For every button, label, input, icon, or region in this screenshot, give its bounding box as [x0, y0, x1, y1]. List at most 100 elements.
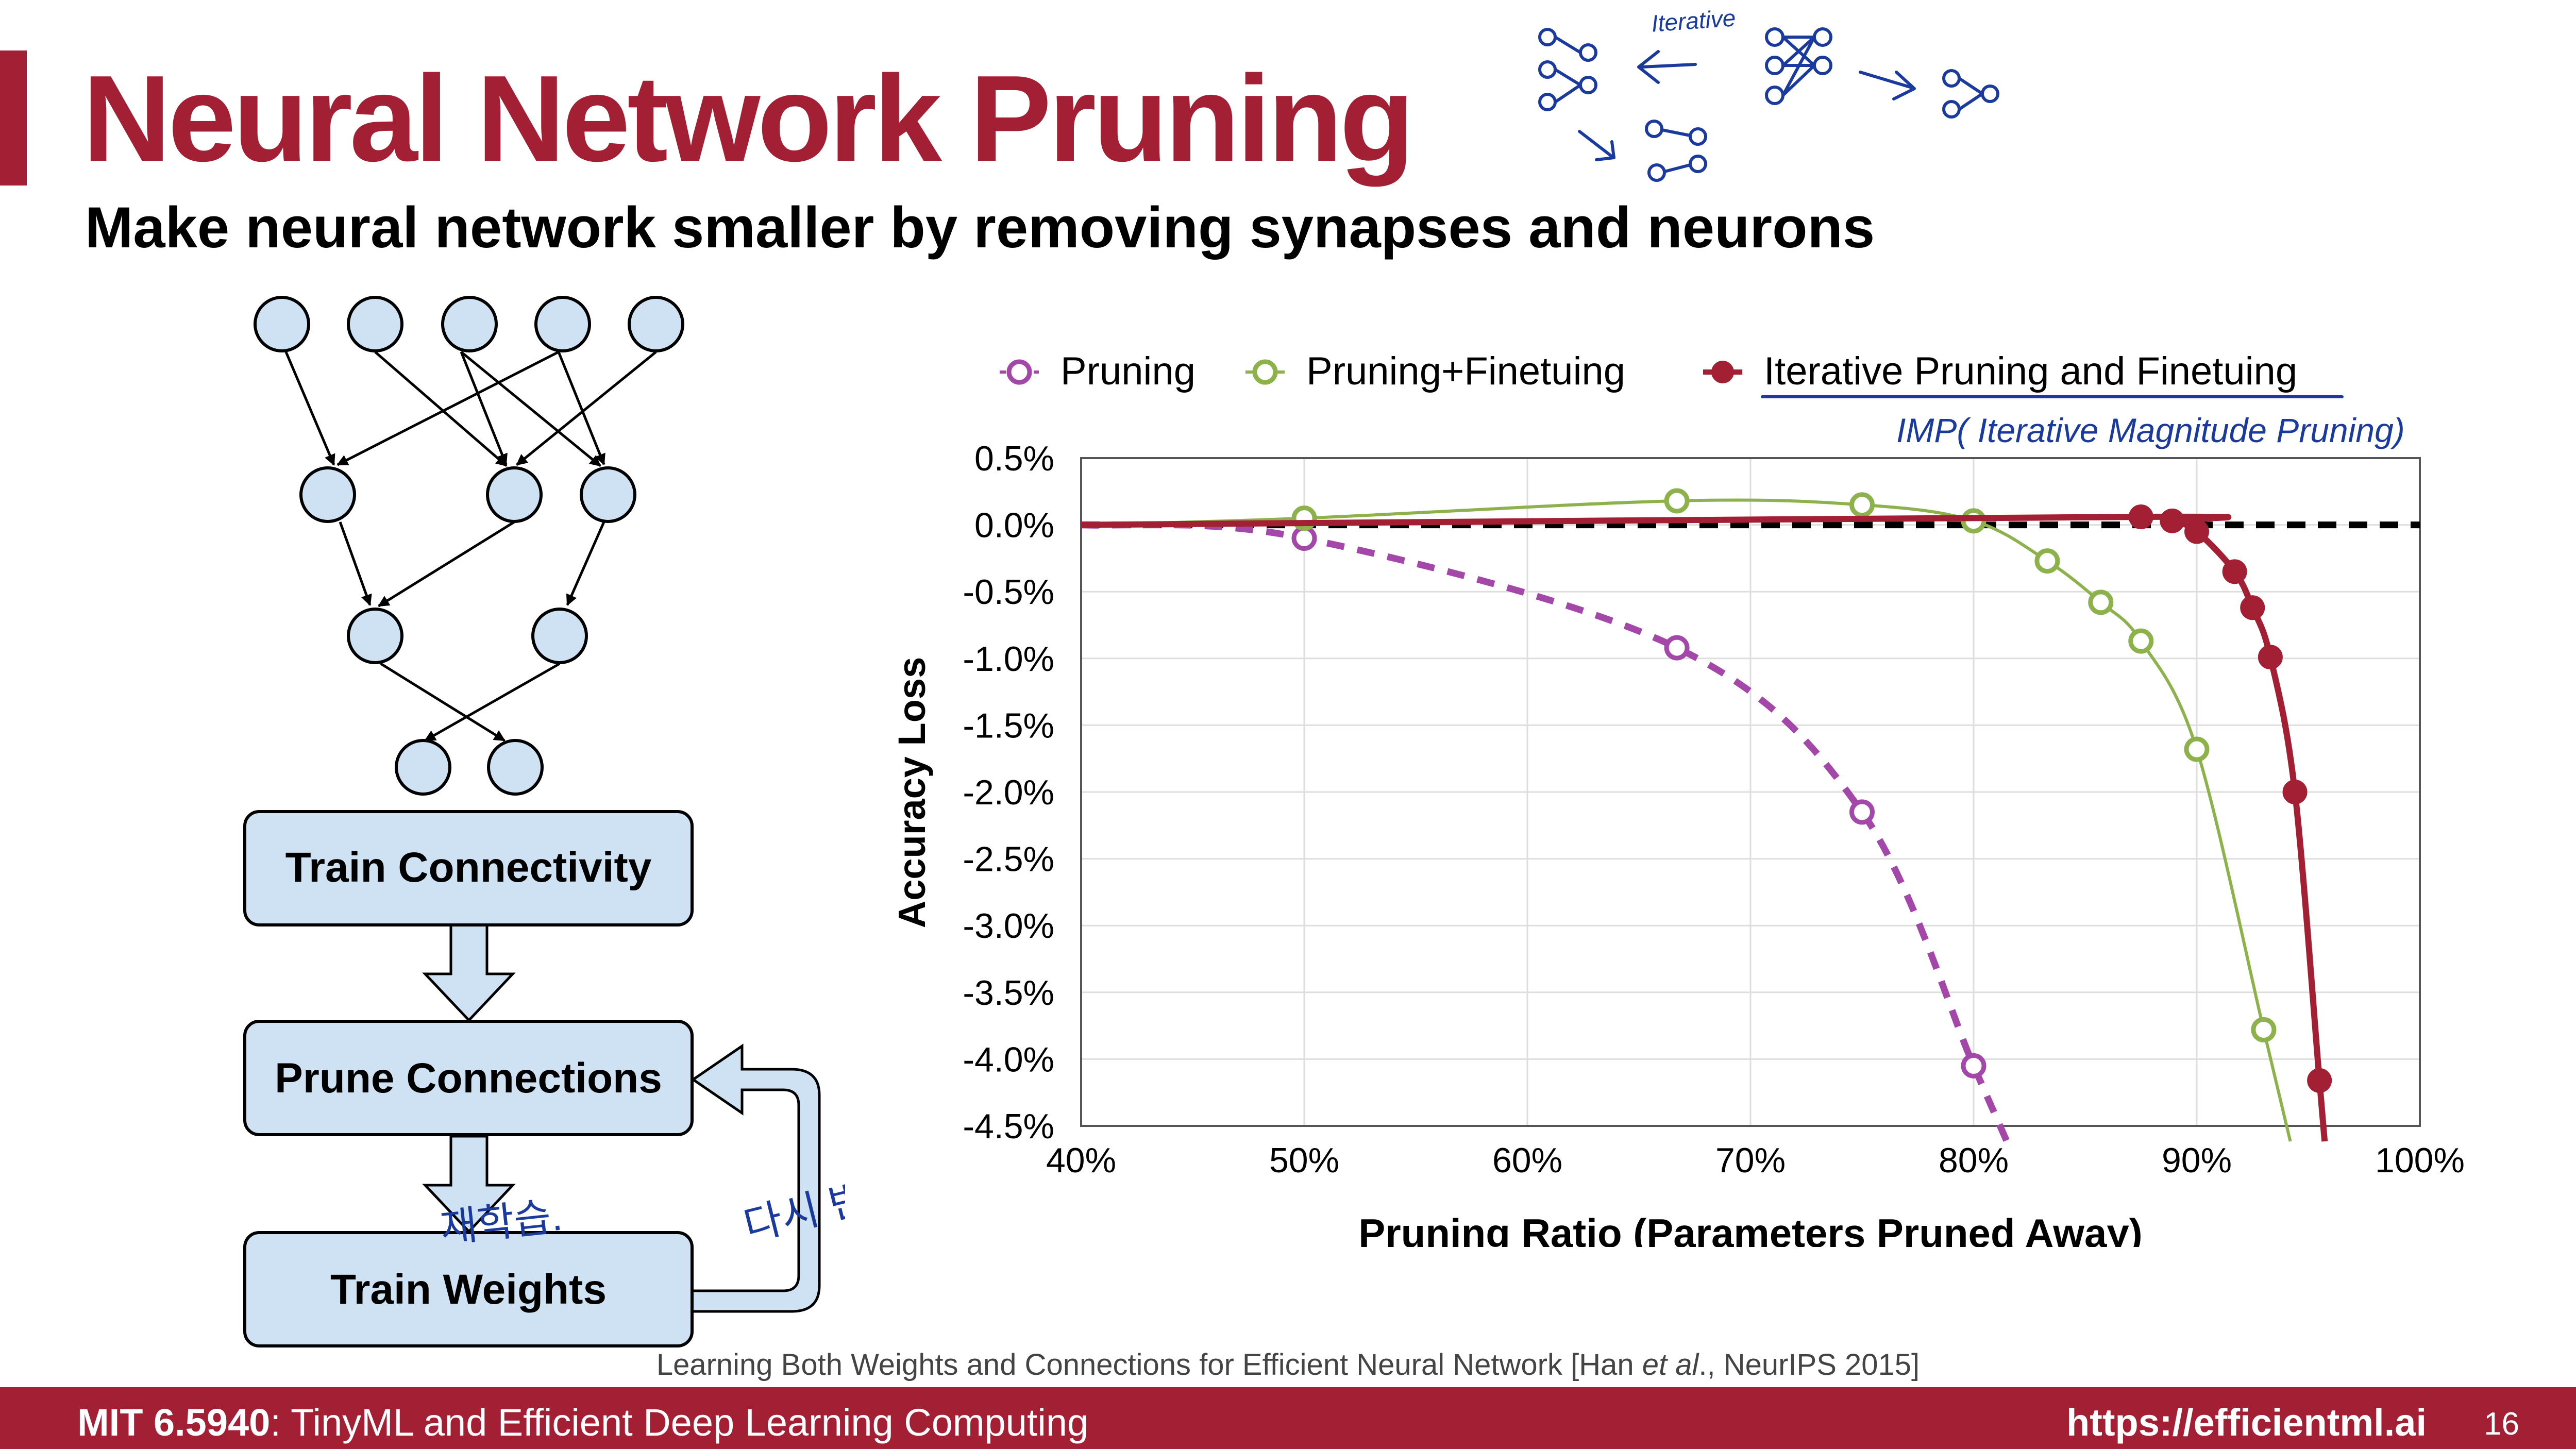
y-tick-label: -3.0%	[963, 906, 1054, 946]
doodle-arrow-down-right-icon	[1578, 130, 1615, 161]
legend-label: Pruning+Finetuing	[1306, 349, 1625, 393]
x-tick-label: 90%	[2162, 1141, 2232, 1180]
plot-area-border	[1080, 457, 2421, 1127]
network-nodes	[254, 296, 684, 796]
data-point	[2184, 519, 2209, 544]
legend-marker	[1711, 361, 1734, 383]
y-tick-label: -2.5%	[963, 840, 1054, 879]
output-neuron-2	[487, 739, 544, 796]
x-tick-label: 80%	[1939, 1141, 2009, 1180]
doodle-arrow-left-icon	[1637, 50, 1697, 84]
input-neuron-5	[628, 296, 684, 352]
doodle-dense-network	[1765, 27, 1832, 105]
y-tick-label: -0.5%	[963, 572, 1054, 612]
hidden2-neuron-1	[347, 608, 403, 664]
x-tick-label: 70%	[1715, 1141, 1786, 1180]
series-3	[1081, 504, 2332, 1142]
series-line	[1081, 521, 2010, 1143]
data-point	[2282, 780, 2308, 804]
chart-series	[1081, 488, 2332, 1143]
data-point	[2088, 589, 2114, 615]
course-url-link[interactable]: https://efficientml.ai	[2066, 1401, 2427, 1444]
down-arrow-1	[422, 923, 516, 1022]
data-point	[2160, 508, 2185, 533]
doodle-bottom-network	[1645, 120, 1707, 182]
doodle-left-network	[1538, 28, 1597, 111]
data-point	[2251, 1017, 2277, 1042]
y-tick-label: 0.0%	[974, 506, 1054, 545]
data-point	[1664, 635, 1690, 661]
y-tick-label: 0.5%	[974, 439, 1054, 478]
train-weights-box	[243, 1231, 694, 1347]
data-point	[2034, 548, 2060, 574]
train-connectivity-label: Train Connectivity	[285, 844, 652, 891]
data-point	[1664, 488, 1690, 514]
data-point	[1961, 1053, 1986, 1079]
footer-bar: MIT 6.5940: TinyML and Efficient Deep Le…	[0, 1387, 2576, 1449]
x-tick-label: 100%	[2375, 1141, 2465, 1180]
input-neuron-1	[254, 296, 310, 352]
chart-legend: Pruning Pruning+Finetuing Iterative Prunin…	[1000, 349, 2297, 393]
y-tick-label: -1.5%	[963, 706, 1054, 745]
data-point	[2222, 559, 2247, 584]
hidden1-neuron-2	[486, 466, 543, 523]
handwritten-imp-note: IMP( Iterative Magnitude Pruning)	[1896, 411, 2405, 449]
series-2	[1081, 488, 2292, 1142]
train-weights-label: Train Weights	[330, 1266, 607, 1313]
citation: Learning Both Weights and Connections fo…	[656, 1348, 1920, 1381]
course-info: MIT 6.5940: TinyML and Efficient Deep Le…	[77, 1400, 1088, 1446]
y-tick-label: -4.5%	[963, 1107, 1054, 1146]
data-point	[2184, 736, 2210, 762]
slide-title: Neural Network Pruning	[82, 50, 1415, 187]
prune-connections-label: Prune Connections	[275, 1055, 662, 1102]
accuracy-loss-chart: 0.5% 0.0% -0.5% -1.0% -1.5% -2.0% -2.5% -3.0% -3…	[890, 349, 2465, 1247]
doodle-arrows	[1578, 50, 1916, 161]
feedback-loop-arrow	[690, 1043, 821, 1313]
hidden1-neuron-3	[580, 466, 636, 523]
pruning-diagram: Train Connectivity Prune Connections Tra…	[243, 296, 845, 1347]
data-point	[1849, 799, 1875, 825]
input-neuron-2	[347, 296, 403, 352]
hidden1-neuron-1	[299, 466, 356, 523]
iterative-pruning-doodle: Iterative	[1538, 4, 1999, 182]
legend-marker	[1006, 359, 1032, 385]
y-tick-label: -2.0%	[963, 773, 1054, 812]
train-connectivity-box	[243, 810, 694, 926]
input-neuron-4	[534, 296, 591, 352]
legend-marker	[1252, 359, 1278, 385]
data-point	[1849, 492, 1875, 518]
handwritten-repeat-note: 다시 반복	[739, 1165, 845, 1249]
y-tick-label: -4.0%	[963, 1040, 1054, 1079]
handwritten-iterative-label: Iterative	[1651, 4, 1737, 37]
series-line	[1081, 498, 2292, 1142]
legend-label: Pruning	[1060, 349, 1196, 393]
course-code: MIT 6.5940	[77, 1401, 271, 1444]
y-tick-label: -3.5%	[963, 973, 1054, 1013]
slide-subtitle: Make neural network smaller by removing …	[85, 195, 1875, 260]
output-neuron-1	[395, 739, 451, 796]
network-edges	[284, 350, 657, 742]
data-point	[2258, 645, 2283, 670]
y-tick-label: -1.0%	[963, 639, 1054, 679]
series-1	[1081, 521, 2010, 1143]
input-neuron-3	[441, 296, 498, 352]
y-axis-label: Accuracy Loss	[890, 657, 933, 929]
x-axis-label: Pruning Ratio (Parameters Pruned Away)	[1358, 1210, 2142, 1247]
legend-label: Iterative Pruning and Finetuing	[1764, 349, 2297, 393]
title-accent-bar	[0, 50, 27, 186]
course-name: : TinyML and Efficient Deep Learning Com…	[270, 1401, 1089, 1444]
down-arrow-2	[422, 1135, 516, 1234]
data-point	[2240, 595, 2265, 620]
x-tick-label: 50%	[1269, 1141, 1339, 1180]
page-number: 16	[2484, 1406, 2519, 1442]
x-tick-label: 40%	[1046, 1141, 1116, 1180]
data-point	[2307, 1068, 2332, 1093]
x-tick-label: 60%	[1492, 1141, 1562, 1180]
doodle-arrow-right-icon	[1859, 71, 1916, 100]
chart-grid	[1080, 457, 2421, 1127]
x-axis-ticks: 40% 50% 60% 70% 80% 90% 100%	[1046, 1141, 2465, 1180]
data-point	[2128, 504, 2153, 530]
doodle-right-network	[1942, 69, 1999, 119]
data-point	[1291, 526, 1317, 551]
